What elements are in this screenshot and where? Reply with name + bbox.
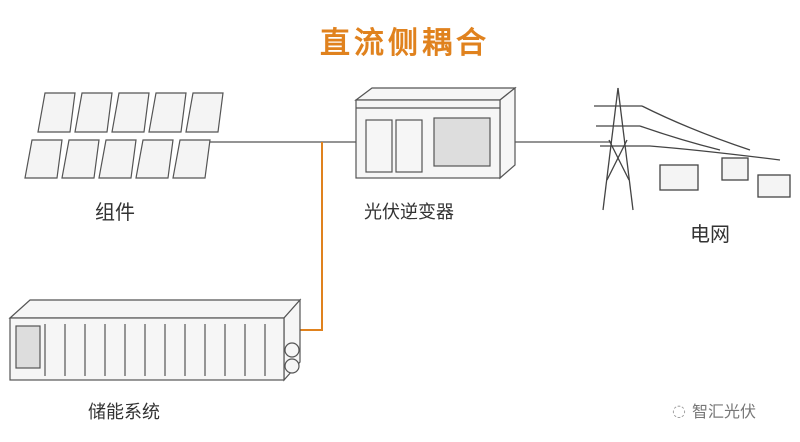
label-modules: 组件: [95, 200, 135, 224]
dc-coupling-line: [290, 142, 323, 331]
solar-panels: [24, 92, 224, 179]
wechat-icon: ◌: [672, 400, 686, 420]
diagram-title: 直流侧耦合: [320, 26, 490, 61]
label-grid: 电网: [690, 222, 730, 246]
watermark: ◌ 智汇光伏: [672, 398, 756, 422]
label-storage: 储能系统: [88, 402, 160, 423]
battery-storage-icon: [8, 298, 302, 382]
inverter-icon: [354, 86, 517, 180]
transmission-tower-icon: [594, 87, 791, 211]
watermark-text: 智汇光伏: [691, 402, 756, 421]
label-inverter: 光伏逆变器: [364, 202, 454, 223]
